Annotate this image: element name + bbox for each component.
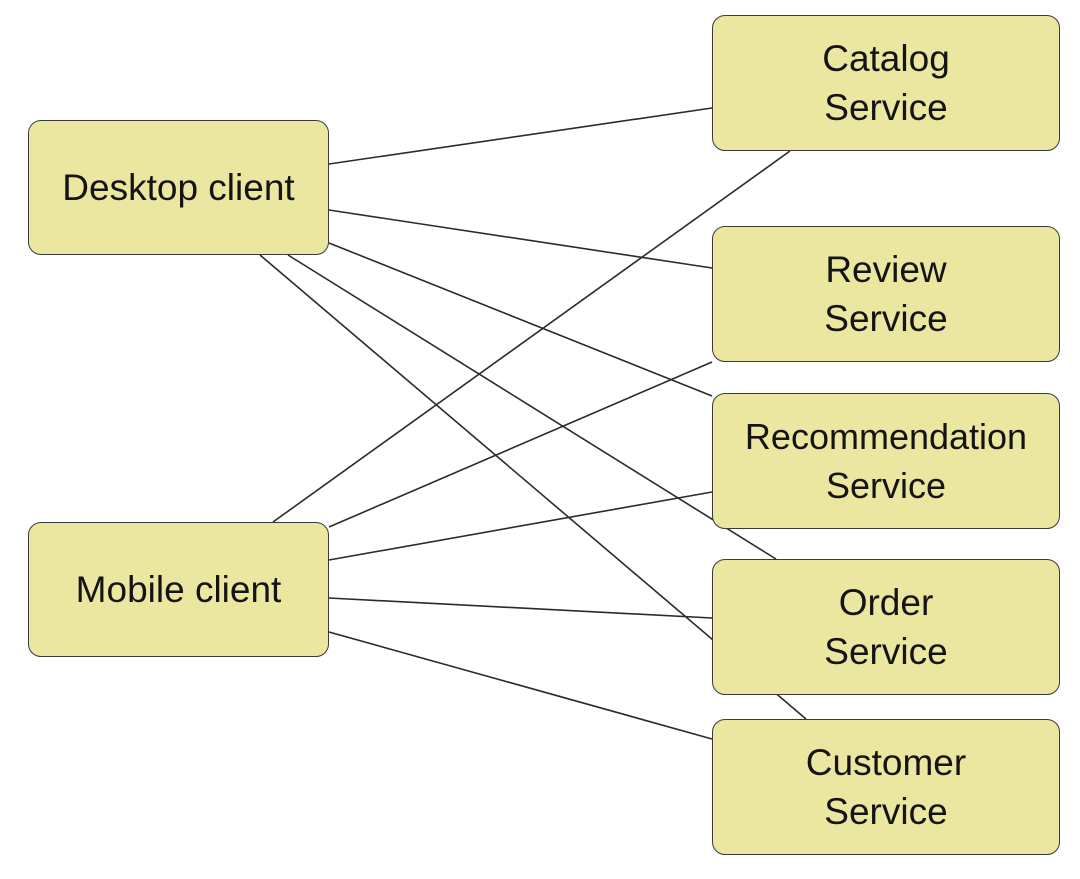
edge-mobile-to-customer: [328, 631, 713, 740]
edge-desktop-to-order: [287, 254, 777, 560]
edge-desktop-to-review: [328, 209, 713, 269]
catalog-service-node: Catalog Service: [712, 15, 1060, 151]
edge-mobile-to-recommendation: [328, 491, 713, 561]
edge-mobile-to-review: [328, 361, 713, 528]
edge-mobile-to-order: [328, 597, 713, 619]
desktop-client-node: Desktop client: [28, 120, 329, 255]
recommendation-service-node: Recommendation Service: [712, 393, 1060, 529]
mobile-client-node: Mobile client: [28, 522, 329, 657]
customer-service-node: Customer Service: [712, 719, 1060, 855]
edge-desktop-to-catalog: [328, 107, 713, 165]
edge-desktop-to-recommendation: [328, 242, 713, 397]
order-service-node: Order Service: [712, 559, 1060, 695]
review-service-node: Review Service: [712, 226, 1060, 362]
edge-mobile-to-catalog: [272, 150, 791, 523]
